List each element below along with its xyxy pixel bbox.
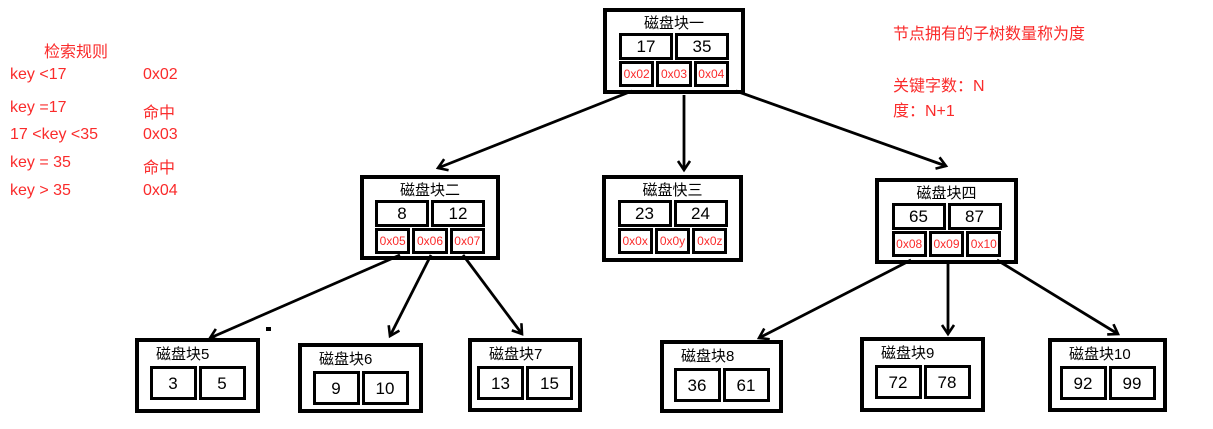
- node-title: 磁盘块一: [643, 15, 704, 32]
- disk-block-10-node: 磁盘块10 92 99: [1048, 338, 1167, 412]
- edge-root-to-block4: [735, 89, 946, 166]
- node-title: 磁盘块二: [399, 182, 460, 199]
- key-cell: 24: [673, 200, 728, 227]
- key-cell: 5: [198, 366, 246, 400]
- rule-result: 命中: [143, 160, 176, 177]
- node-title: 磁盘块9: [881, 345, 935, 362]
- key-cell: 23: [617, 200, 672, 227]
- search-rule-row: key <17 0x02: [10, 66, 240, 86]
- pointer-cell: 0x06: [412, 228, 448, 254]
- pointer-cell: 0x03: [656, 61, 692, 87]
- node-title: 磁盘块8: [681, 348, 735, 365]
- pointer-cell: 0x10: [966, 231, 1002, 257]
- pointer-cell: 0x0y: [654, 228, 691, 254]
- pointer-cell: 0x0x: [617, 228, 653, 254]
- pointer-cell: 0x08: [891, 231, 927, 257]
- node-title: 磁盘块5: [156, 346, 210, 363]
- key-cell: 72: [874, 365, 922, 399]
- node-title: 磁盘块四: [916, 185, 977, 202]
- pointer-cell: 0x02: [619, 61, 655, 87]
- edge-block4-to-leaf8: [759, 258, 912, 338]
- search-rules-title: 检索规则: [44, 44, 109, 61]
- key-cell: 8: [375, 200, 429, 227]
- node-title: 磁盘块10: [1069, 346, 1131, 363]
- key-cell: 65: [891, 203, 946, 230]
- degree-note-line1: 节点拥有的子树数量称为度: [893, 26, 1086, 43]
- edge-block2-to-leaf7: [461, 254, 522, 334]
- search-rule-row: key = 35 命中: [10, 154, 240, 177]
- disk-block-3-node: 磁盘快三 23 24 0x0x 0x0y 0x0z: [602, 175, 743, 262]
- key-cell: 78: [923, 365, 971, 399]
- search-rule-row: key =17 命中: [10, 99, 240, 122]
- rule-condition: key = 35: [10, 154, 71, 171]
- search-rule-row: key > 35 0x04: [10, 182, 240, 202]
- rule-condition: key =17: [10, 99, 67, 116]
- search-rule-row: 17 <key <35 0x03: [10, 126, 240, 146]
- key-cell: 3: [149, 366, 197, 400]
- key-cell: 99: [1108, 366, 1156, 400]
- key-cell: 9: [312, 371, 360, 405]
- key-cell: 36: [673, 368, 721, 402]
- rule-result: 0x03: [143, 126, 178, 143]
- node-title: 磁盘块7: [489, 346, 543, 363]
- disk-block-6-node: 磁盘块6 9 10: [298, 343, 423, 413]
- pointer-cell: 0x09: [928, 231, 965, 257]
- pointer-cell: 0x04: [693, 61, 729, 87]
- disk-block-5-node: 磁盘块5 3 5: [135, 338, 260, 413]
- rule-condition: key > 35: [10, 182, 71, 199]
- key-cell: 10: [361, 371, 409, 405]
- degree-note-line3: 度：N+1: [893, 103, 955, 120]
- key-cell: 13: [477, 366, 524, 400]
- disk-block-9-node: 磁盘块9 72 78: [860, 337, 985, 412]
- pointer-cell: 0x07: [449, 228, 485, 254]
- key-cell: 35: [675, 33, 729, 60]
- edge-block4-to-leaf10: [996, 258, 1118, 334]
- edge-root-to-block2: [438, 89, 633, 168]
- disk-block-8-node: 磁盘块8 36 61: [660, 340, 783, 413]
- disk-block-1-node: 磁盘块一 17 35 0x02 0x03 0x04: [603, 8, 745, 94]
- disk-block-2-node: 磁盘块二 8 12 0x05 0x06 0x07: [360, 175, 500, 260]
- key-cell: 17: [619, 33, 673, 60]
- rule-result: 0x04: [143, 182, 178, 199]
- node-title: 磁盘块6: [319, 351, 373, 368]
- rule-result: 0x02: [143, 66, 178, 83]
- rule-condition: key <17: [10, 66, 67, 83]
- disk-block-4-node: 磁盘块四 65 87 0x08 0x09 0x10: [875, 178, 1018, 264]
- key-cell: 12: [431, 200, 485, 227]
- pointer-cell: 0x05: [375, 228, 411, 254]
- key-cell: 15: [526, 366, 573, 400]
- pointer-cell: 0x0z: [692, 228, 728, 254]
- node-title: 磁盘快三: [642, 182, 703, 199]
- stray-dot: [266, 327, 271, 331]
- disk-block-7-node: 磁盘块7 13 15: [468, 338, 582, 412]
- edge-block2-to-leaf6: [390, 254, 433, 336]
- key-cell: 92: [1059, 366, 1107, 400]
- edge-block2-to-leaf5: [210, 253, 401, 338]
- rule-result: 命中: [143, 105, 176, 122]
- rule-condition: 17 <key <35: [10, 126, 99, 143]
- key-cell: 61: [722, 368, 770, 402]
- degree-note-line2: 关键字数：N: [893, 78, 985, 95]
- key-cell: 87: [947, 203, 1002, 230]
